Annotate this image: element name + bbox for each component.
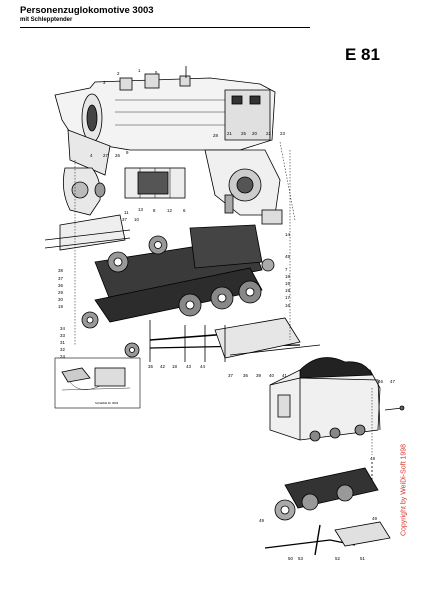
part-label-48: 48 xyxy=(370,456,375,461)
part-label-9: 9 xyxy=(126,150,129,155)
part-label-13: 13 xyxy=(138,207,143,212)
part-label-11: 11 xyxy=(124,210,129,215)
part-label-18b: 18 xyxy=(172,364,177,369)
part-label-32: 32 xyxy=(60,347,65,352)
part-label-53: 53 xyxy=(298,556,303,561)
part-label-21: 21 xyxy=(227,131,232,136)
diagram-code: E 81 xyxy=(345,45,380,64)
part-label-26: 26 xyxy=(115,153,120,158)
part-label-3: 3 xyxy=(103,80,106,85)
loco-boiler xyxy=(54,66,276,176)
part-label-50: 50 xyxy=(288,556,293,561)
wiring-inset xyxy=(54,357,141,409)
part-label-35: 35 xyxy=(148,364,153,369)
part-label-4: 4 xyxy=(90,153,93,158)
tender-body xyxy=(269,357,405,442)
part-label-20: 20 xyxy=(252,131,257,136)
loco-linkage xyxy=(149,317,321,362)
header-rule xyxy=(20,27,310,28)
inset-caption: Schaltbild für 3003 xyxy=(95,401,119,405)
part-label-19: 19 xyxy=(285,288,290,293)
part-label-46: 46 xyxy=(378,379,383,384)
part-label-6: 6 xyxy=(183,208,186,213)
part-label-45: 45 xyxy=(285,254,290,259)
part-label-24: 24 xyxy=(60,354,65,359)
part-label-30: 30 xyxy=(58,297,63,302)
part-label-33: 33 xyxy=(60,333,65,338)
part-label-52: 52 xyxy=(335,556,340,561)
part-label-29: 29 xyxy=(58,290,63,295)
part-label-47: 47 xyxy=(390,379,395,384)
part-label-10: 10 xyxy=(134,217,139,222)
part-label-49: 49 xyxy=(259,518,264,523)
part-label-19b: 19 xyxy=(58,304,63,309)
part-label-39: 39 xyxy=(256,373,261,378)
part-label-14: 14 xyxy=(285,232,290,237)
part-label-2: 2 xyxy=(117,71,120,76)
part-label-18: 18 xyxy=(285,274,290,279)
part-label-42: 42 xyxy=(160,364,165,369)
part-label-41: 41 xyxy=(282,373,287,378)
leader-lines xyxy=(74,141,373,455)
part-label-27: 27 xyxy=(103,153,108,158)
part-label-37b: 37 xyxy=(58,276,63,281)
part-label-16: 16 xyxy=(285,303,290,308)
part-label-37: 37 xyxy=(122,217,127,222)
part-label-38: 38 xyxy=(58,268,63,273)
part-label-36: 36 xyxy=(58,283,63,288)
part-label-7: 7 xyxy=(285,267,288,272)
tender-chassis xyxy=(264,462,391,556)
part-label-49b: 49 xyxy=(372,516,377,521)
page-title: Personenzuglokomotive 3003 xyxy=(20,5,154,16)
motor-assembly xyxy=(62,149,283,225)
loco-wheels xyxy=(81,235,275,358)
part-label-1: 1 xyxy=(138,68,141,73)
part-label-12: 12 xyxy=(167,208,172,213)
page-subtitle: mit Schlepptender xyxy=(20,17,73,23)
part-label-17: 17 xyxy=(285,295,290,300)
part-label-15: 15 xyxy=(285,281,290,286)
part-label-44: 44 xyxy=(200,364,205,369)
part-labels: 2 1 5 3 28 21 25 20 22 23 4 27 26 9 11 1… xyxy=(58,68,395,561)
copyright-notice: Copyright by WeiDi-Soft 1998 xyxy=(400,443,408,537)
part-label-34: 34 xyxy=(60,326,65,331)
part-label-31: 31 xyxy=(60,340,65,345)
part-label-5: 5 xyxy=(155,70,158,75)
part-label-23: 23 xyxy=(280,131,285,136)
part-label-36b: 36 xyxy=(243,373,248,378)
part-label-40: 40 xyxy=(269,373,274,378)
part-label-25: 25 xyxy=(241,131,246,136)
part-label-51: 51 xyxy=(360,556,365,561)
part-label-8: 8 xyxy=(153,208,156,213)
loco-chassis xyxy=(44,214,263,323)
part-label-43: 43 xyxy=(186,364,191,369)
part-label-22: 22 xyxy=(266,131,271,136)
part-label-37c: 37 xyxy=(228,373,233,378)
part-label-28: 28 xyxy=(213,133,218,138)
